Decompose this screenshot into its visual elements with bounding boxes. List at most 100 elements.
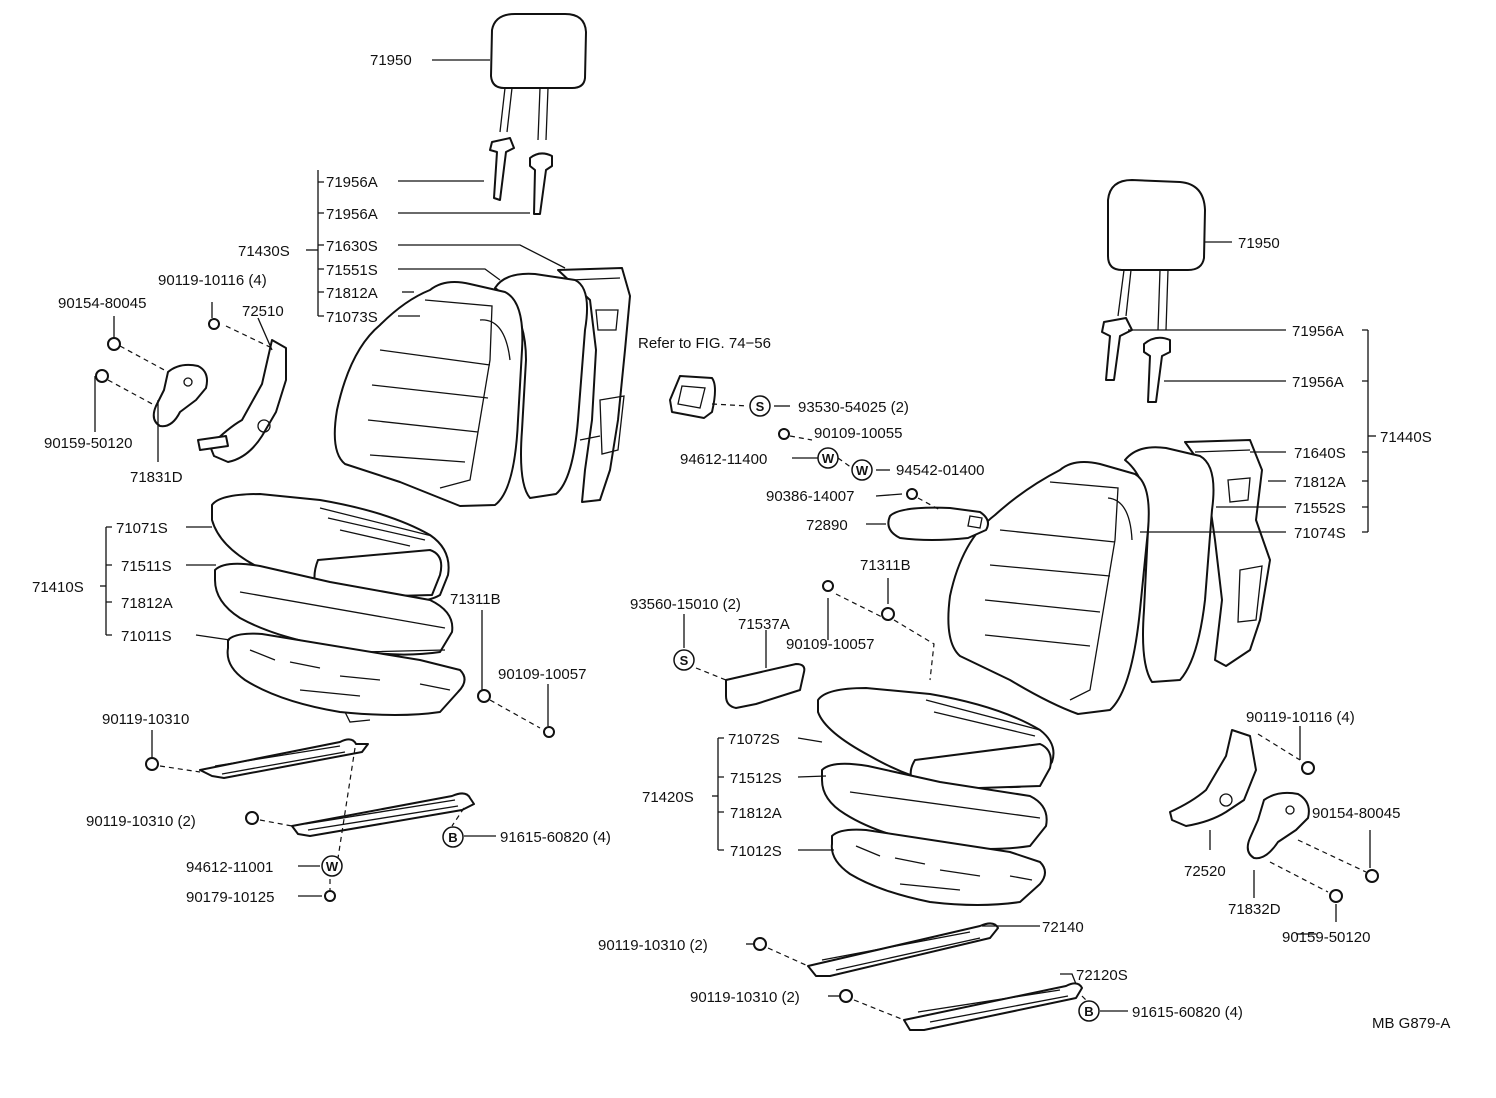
bolts-left-upper[interactable] xyxy=(95,318,220,383)
label-cushion-cover-left: 71071S xyxy=(116,520,168,537)
label-recliner-cover-left: 71831D xyxy=(130,469,183,486)
recliner-cover-right[interactable] xyxy=(1246,791,1310,860)
svg-text:W: W xyxy=(326,859,339,874)
seatback-frame-right[interactable] xyxy=(1184,439,1271,667)
label-support-left-2: 71956A xyxy=(326,206,378,223)
label-screw-93530-54025: 93530-54025 (2) xyxy=(798,399,909,416)
label-bolt-90119-10310-r2: 90119-10310 (2) xyxy=(690,989,800,1006)
badge-s-2: S xyxy=(673,649,695,671)
label-headrest-right: 71950 xyxy=(1238,235,1280,252)
svg-text:W: W xyxy=(822,451,835,466)
cushion-frame-right[interactable] xyxy=(830,828,1046,906)
headrest-support-left[interactable] xyxy=(489,137,553,215)
callout-labels: 71950 71956A 71956A 71430S 71630S 71551S… xyxy=(32,52,1450,1032)
headrest-right[interactable] xyxy=(1107,179,1206,331)
label-back-cover-right: 71074S xyxy=(1294,525,1346,542)
label-nut-90179-10125: 90179-10125 xyxy=(186,889,274,906)
svg-text:B: B xyxy=(1084,1004,1093,1019)
switch-ref-part[interactable] xyxy=(669,375,716,419)
label-stopper-left: 71311B xyxy=(450,591,501,608)
label-bolt-90119-10310-2-left: 90119-10310 (2) xyxy=(86,813,196,830)
label-adjuster-72140: 72140 xyxy=(1042,919,1084,936)
label-cushion-hog-ring-left: 71812A xyxy=(121,595,173,612)
svg-text:W: W xyxy=(856,463,869,478)
recliner-cover-left[interactable] xyxy=(152,363,208,428)
svg-text:B: B xyxy=(448,830,457,845)
seat-adjuster-right-lower[interactable] xyxy=(839,982,1083,1031)
label-cushion-cover-right: 71072S xyxy=(728,731,780,748)
label-cushion-pad-right: 71512S xyxy=(730,770,782,787)
label-back-cover-left: 71073S xyxy=(326,309,378,326)
recliner-left[interactable] xyxy=(197,339,287,463)
seatback-frame-left[interactable] xyxy=(557,267,631,503)
label-bolt-90154-80045-right: 90154-80045 xyxy=(1312,805,1400,822)
recliner-right[interactable] xyxy=(1169,729,1257,827)
seatback-pad-left[interactable] xyxy=(494,272,588,499)
leader-lines xyxy=(94,59,1376,1021)
badge-w-left: W xyxy=(321,855,343,877)
label-support-right-2: 71956A xyxy=(1292,374,1344,391)
headrest-support-right[interactable] xyxy=(1101,317,1171,403)
armrest-72890[interactable] xyxy=(887,506,989,541)
cushion-frame-left[interactable] xyxy=(226,632,466,723)
badge-b-right: B xyxy=(1078,1000,1100,1022)
label-bolt-91615-60820-left: 91615-60820 (4) xyxy=(500,829,611,846)
label-back-hog-ring-right: 71812A xyxy=(1294,474,1346,491)
label-recliner-right: 72520 xyxy=(1184,863,1226,880)
label-screw-90109-10057-right: 90109-10057 xyxy=(786,636,874,653)
label-bolt-90119-10310-r1: 90119-10310 (2) xyxy=(598,937,708,954)
cushion-cover-right[interactable] xyxy=(817,687,1055,791)
label-bolt-91615-60820-right: 91615-60820 (4) xyxy=(1132,1004,1243,1021)
label-back-frame-left: 71630S xyxy=(326,238,378,255)
label-screw-90109-10057-left: 90109-10057 xyxy=(498,666,586,683)
label-screw-93560-15010: 93560-15010 (2) xyxy=(630,596,741,613)
label-refer-note: Refer to FIG. 74−56 xyxy=(638,335,771,352)
badge-b-left: B xyxy=(442,826,464,848)
label-stopper-right: 71311B xyxy=(860,557,911,574)
badge-w-3: W xyxy=(851,459,873,481)
svg-text:S: S xyxy=(680,653,689,668)
label-bolt-90119-10310-left: 90119-10310 xyxy=(102,711,189,728)
figure-code: MB G879-A xyxy=(1372,1015,1450,1032)
badge-w-2: W xyxy=(817,447,839,469)
seat-adjuster-left-lower[interactable] xyxy=(245,792,475,837)
label-cushion-pad-left: 71511S xyxy=(121,558,172,575)
seatback-cover-left[interactable] xyxy=(333,281,524,507)
label-cushion-assy-left: 71410S xyxy=(32,579,84,596)
label-cushion-frame-left: 71011S xyxy=(121,628,172,645)
small-hardware-left[interactable] xyxy=(324,689,555,902)
label-recliner-cover-right: 71832D xyxy=(1228,901,1281,918)
label-washer-94612-11400: 94612-11400 xyxy=(680,451,767,468)
label-washer-94542-01400: 94542-01400 xyxy=(896,462,984,479)
label-recliner-left: 72510 xyxy=(242,303,284,320)
label-bolt-90159-50120-left: 90159-50120 xyxy=(44,435,132,452)
label-back-assy-left: 71430S xyxy=(238,243,290,260)
svg-text:S: S xyxy=(756,399,765,414)
label-adjuster-72120S: 72120S xyxy=(1076,967,1128,984)
label-cushion-assy-right: 71420S xyxy=(642,789,694,806)
label-screw-90386-14007: 90386-14007 xyxy=(766,488,854,505)
label-cushion-frame-right: 71012S xyxy=(730,843,782,860)
bolts-right[interactable] xyxy=(1301,761,1379,903)
label-support-left-1: 71956A xyxy=(326,174,378,191)
seatback-cover-right[interactable] xyxy=(947,461,1150,715)
badge-s-1: S xyxy=(749,395,771,417)
label-support-right-1: 71956A xyxy=(1292,323,1344,340)
label-bolt-90154-80045-left: 90154-80045 xyxy=(58,295,146,312)
label-back-assy-right: 71440S xyxy=(1380,429,1432,446)
label-screw-90109-10055: 90109-10055 xyxy=(814,425,902,442)
small-hardware-right[interactable] xyxy=(778,428,918,621)
label-armrest-72890: 72890 xyxy=(806,517,848,534)
seat-adjuster-left-upper[interactable] xyxy=(145,738,369,779)
label-cover-71537A: 71537A xyxy=(738,616,790,633)
label-back-pad-right: 71552S xyxy=(1294,500,1346,517)
label-headrest-left: 71950 xyxy=(370,52,412,69)
label-cushion-hog-ring-right: 71812A xyxy=(730,805,782,822)
headrest-left[interactable] xyxy=(490,13,587,141)
label-bolt-90119-10116-right: 90119-10116 (4) xyxy=(1246,709,1355,726)
label-bolt-90119-10116-left: 90119-10116 (4) xyxy=(158,272,267,289)
seat-adjuster-right-upper[interactable] xyxy=(753,922,999,977)
cover-71537A[interactable] xyxy=(725,663,806,709)
label-back-pad-left: 71551S xyxy=(326,262,378,279)
